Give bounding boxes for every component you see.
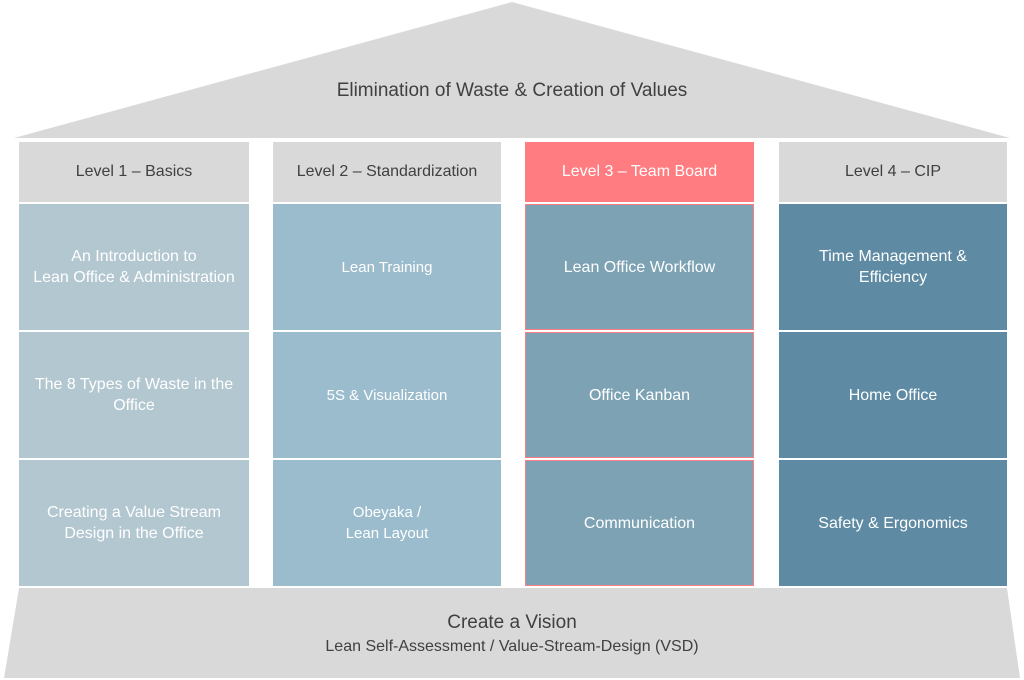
pillar-item: Time Management & Efficiency [779,204,1007,330]
pillar-item: Obeyaka / Lean Layout [273,460,501,586]
roof-title: Elimination of Waste & Creation of Value… [336,80,688,101]
roof-shape [14,2,1010,138]
column-header-level-4: Level 4 – CIP [779,142,1007,202]
foundation-subtitle: Lean Self-Assessment / Value-Stream-Desi… [325,638,699,655]
pillar-item: Home Office [779,332,1007,458]
pillar-item: 5S & Visualization [273,332,501,458]
pillar-item: Lean Training [273,204,501,330]
column-header-level-3: Level 3 – Team Board [525,142,754,202]
pillar-item: Communication [525,460,754,586]
foundation-shape [4,588,1020,678]
pillar-item: An Introduction to Lean Office & Adminis… [19,204,249,330]
pillar-item: Lean Office Workflow [525,204,754,330]
pillar-item: The 8 Types of Waste in the Office [19,332,249,458]
column-header-level-1: Level 1 – Basics [19,142,249,202]
pillar-item: Office Kanban [525,332,754,458]
pillar-item: Safety & Ergonomics [779,460,1007,586]
foundation-title: Create a Vision [447,612,577,633]
pillar-item: Creating a Value Stream Design in the Of… [19,460,249,586]
column-header-level-2: Level 2 – Standardization [273,142,501,202]
